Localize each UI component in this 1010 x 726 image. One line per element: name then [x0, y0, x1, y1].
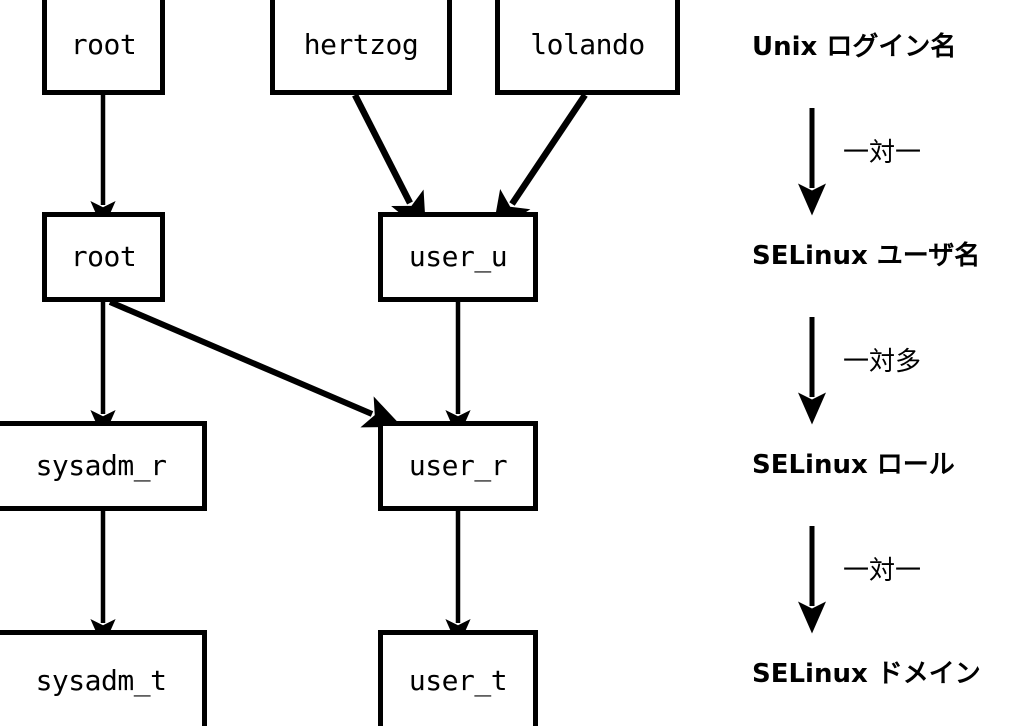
node-login-hertzog[interactable]: hertzog	[270, 0, 452, 95]
node-label: sysadm_r	[35, 449, 167, 482]
legend-level-selinux-domain: SELinux ドメイン	[752, 659, 981, 689]
node-seuser-root[interactable]: root	[42, 212, 165, 302]
node-label: lolando	[530, 28, 645, 61]
legend-level-selinux-role: SELinux ロール	[752, 450, 955, 480]
legend-cardinality-login-to-user: 一対一	[843, 138, 922, 168]
legend-cardinality-role-to-domain: 一対一	[843, 556, 922, 586]
node-label: root	[70, 240, 137, 273]
node-role-sysadm-r[interactable]: sysadm_r	[0, 421, 207, 511]
legend-cardinality-user-to-role: 一対多	[843, 347, 922, 377]
node-label: user_t	[408, 663, 508, 697]
node-label: user_r	[408, 449, 508, 482]
node-login-lolando[interactable]: lolando	[495, 0, 680, 95]
legend-level-selinux-user: SELinux ユーザ名	[752, 241, 981, 271]
legend-level-unix-login: Unix ログイン名	[752, 32, 957, 62]
node-domain-sysadm-t[interactable]: sysadm_t	[0, 630, 207, 726]
node-label: user_u	[408, 240, 508, 273]
edge-lolando-to-user-u	[492, 93, 588, 234]
node-role-user-r[interactable]: user_r	[378, 421, 538, 511]
node-domain-user-t[interactable]: user_t	[378, 630, 538, 726]
node-seuser-user-u[interactable]: user_u	[378, 212, 538, 302]
node-label: hertzog	[303, 28, 419, 61]
node-label: sysadm_t	[35, 663, 167, 697]
node-label: root	[70, 28, 137, 61]
edge-seuser-root-to-user-r	[108, 299, 403, 428]
edge-hertzog-to-user-u	[352, 93, 427, 235]
node-login-root[interactable]: root	[42, 0, 165, 95]
